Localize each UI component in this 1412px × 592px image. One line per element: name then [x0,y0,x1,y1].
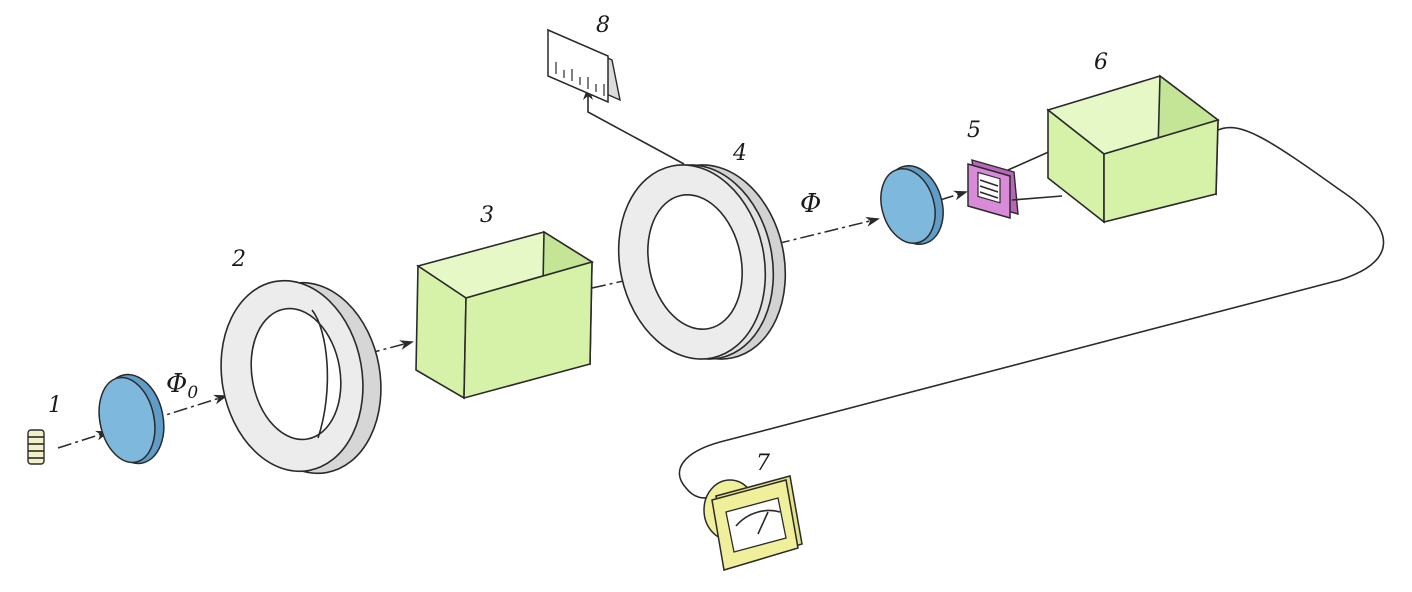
label-photodetector: 5 [967,118,981,143]
label-polarizer: 2 [231,247,246,272]
meter [703,475,803,571]
label-meter: 7 [756,451,770,476]
label-amplifier: 6 [1094,50,1108,75]
label-analyzer: 4 [732,141,747,166]
scale-readout [547,28,621,104]
label-source: 1 [48,393,62,418]
lens-first [98,373,165,465]
beam-arrow-source-to-lens [57,430,110,449]
amplifier-to-meter-cable [678,126,1385,499]
lens-second [880,165,944,245]
light-source [27,429,45,465]
flux-initial-symbol: Φ [166,369,187,399]
label-flux-final: Φ [800,189,821,219]
sample-box [415,230,594,400]
label-sample: 3 [480,203,494,228]
beam-arrow-into-analyzer [591,273,648,289]
analyzer-ring [617,164,787,360]
label-flux-initial: Φ0 [166,369,198,403]
beam-arrow-to-lens [775,217,880,245]
flux-initial-subscript: 0 [187,383,198,403]
label-scale: 8 [596,13,610,38]
beam-arrow-to-detector [939,190,968,201]
analyzer-to-scale-linkage [583,86,685,165]
photodetector [967,159,1019,219]
amplifier-box [1046,74,1220,224]
polarizer-ring [220,279,382,475]
